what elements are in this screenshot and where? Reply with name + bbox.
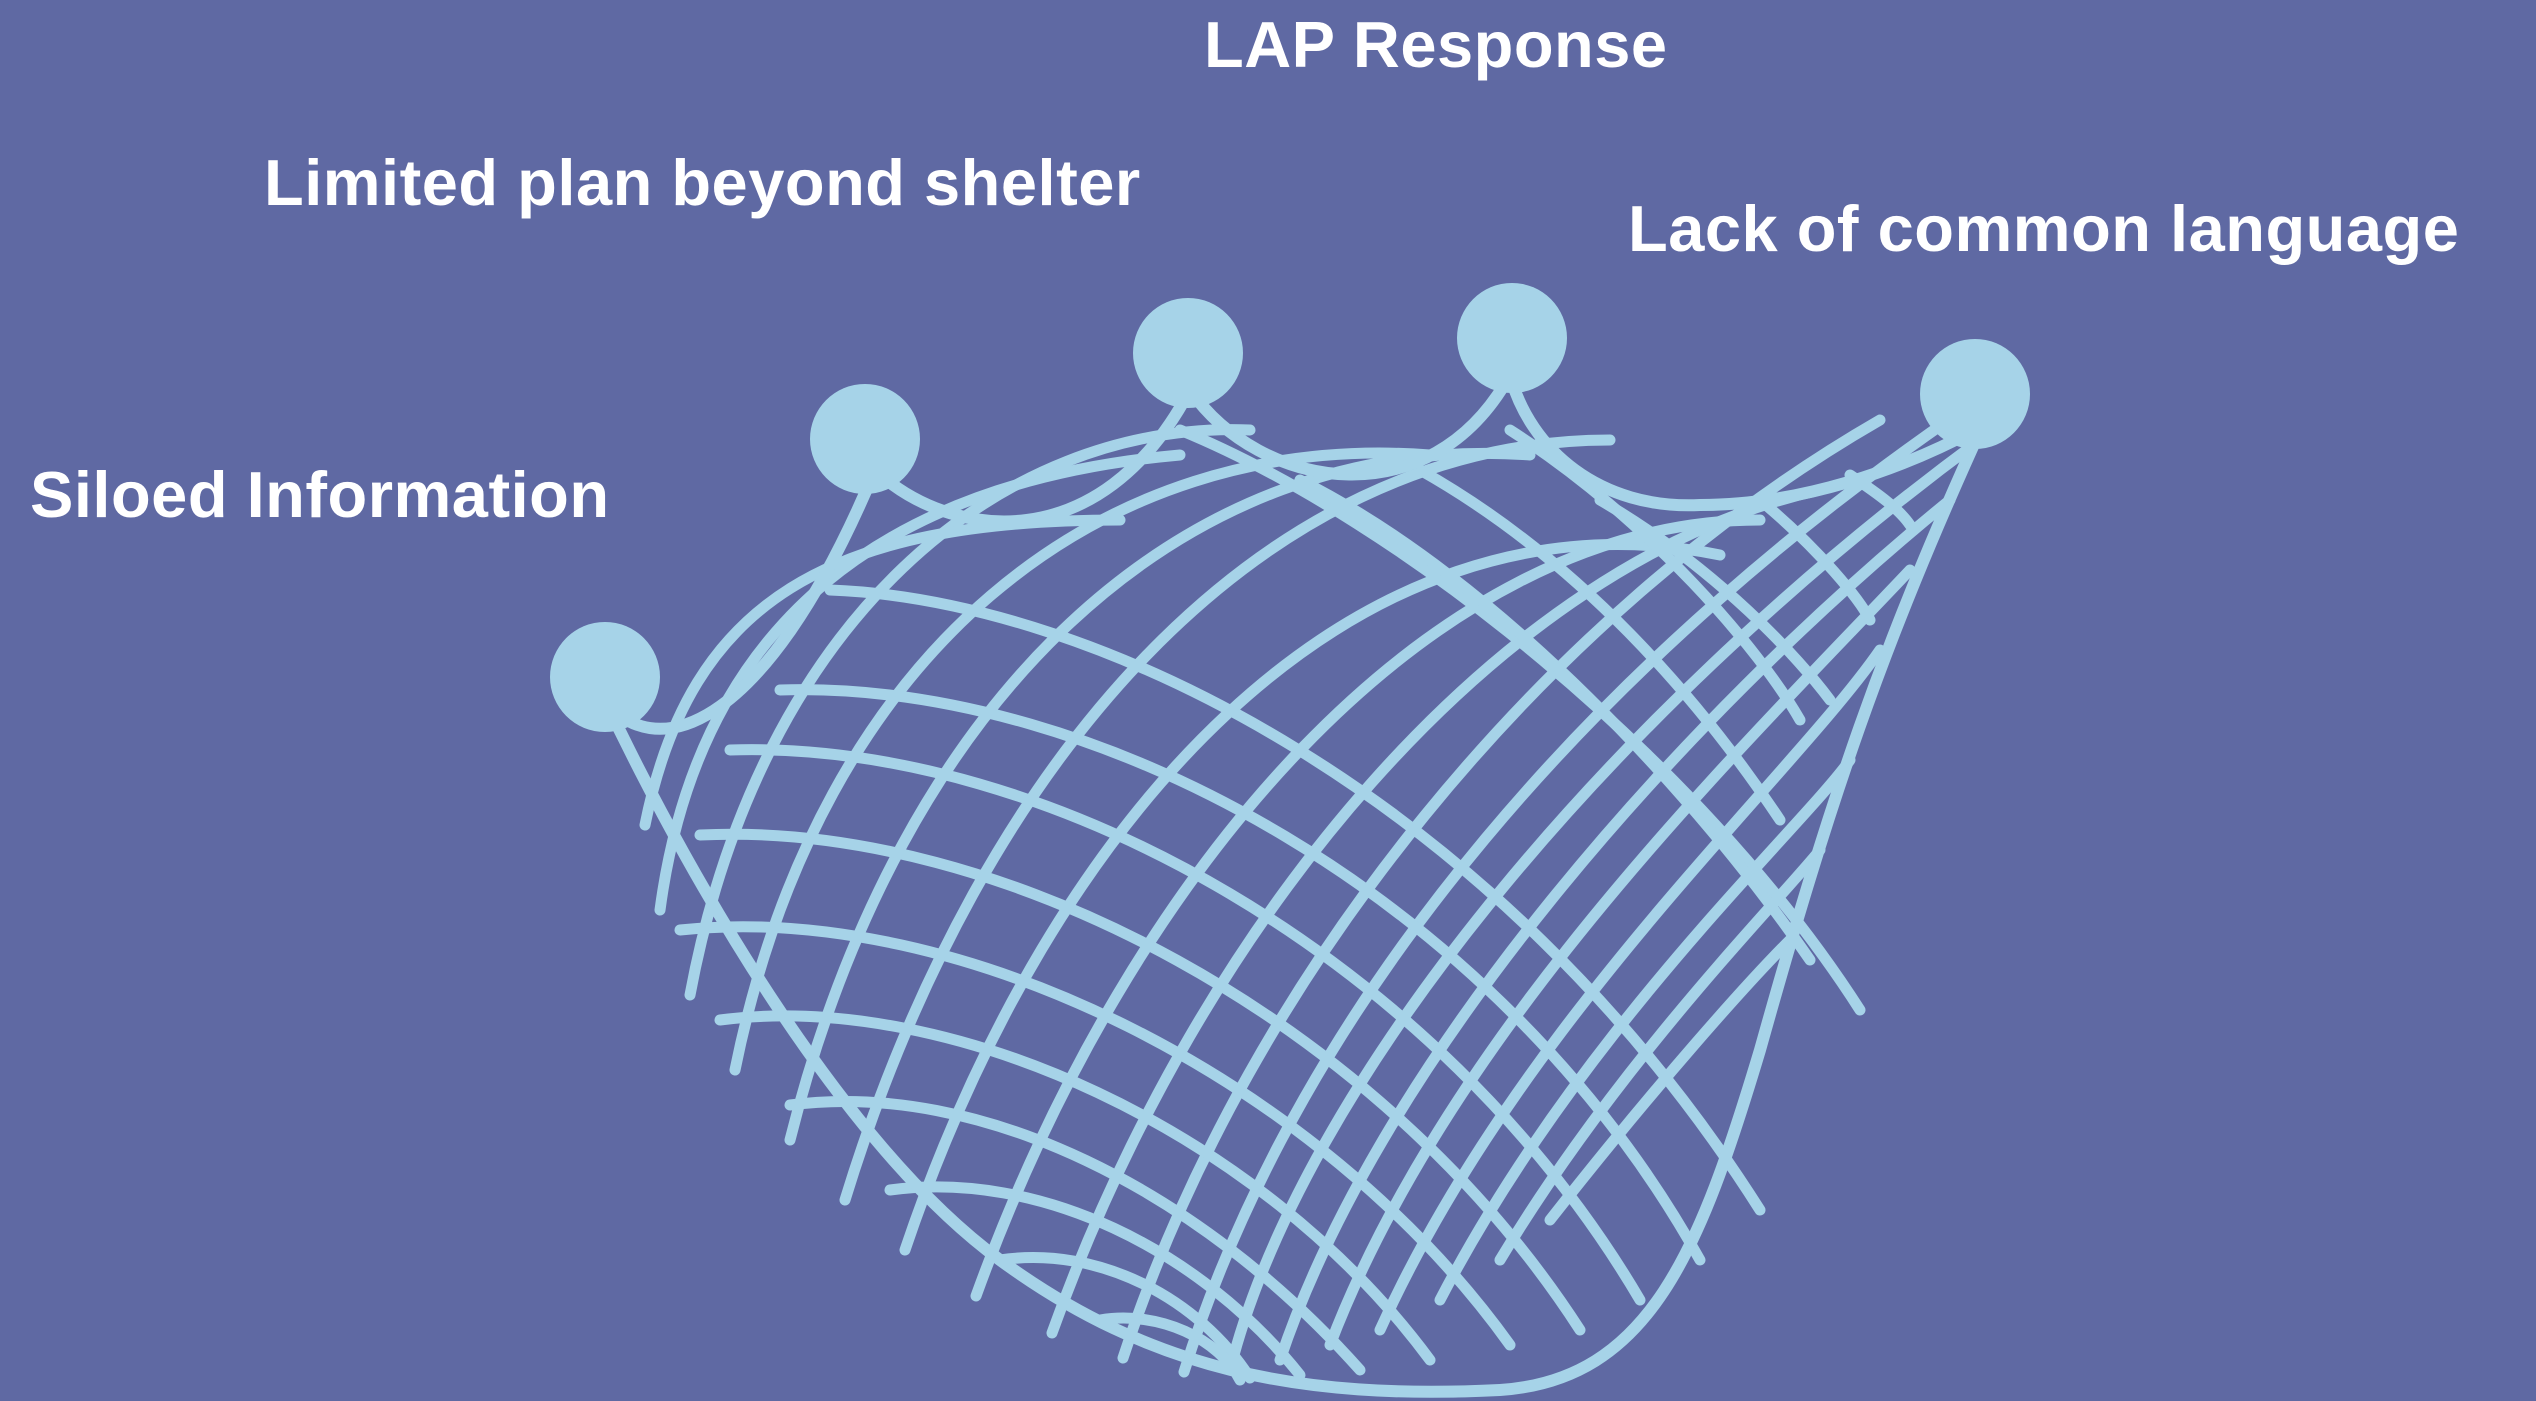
float-ball-2 — [810, 384, 920, 494]
diagram-title: LAP Response — [1204, 8, 1668, 81]
label-siloed-information: Siloed Information — [30, 458, 610, 531]
label-limited-plan: Limited plan beyond shelter — [264, 146, 1141, 219]
float-ball-1 — [550, 622, 660, 732]
float-ball-3 — [1133, 298, 1243, 408]
net-floats — [550, 283, 2030, 732]
net-mesh — [599, 369, 2006, 1398]
float-ball-4 — [1457, 283, 1567, 393]
float-ball-5 — [1920, 339, 2030, 449]
label-common-language: Lack of common language — [1628, 192, 2460, 265]
